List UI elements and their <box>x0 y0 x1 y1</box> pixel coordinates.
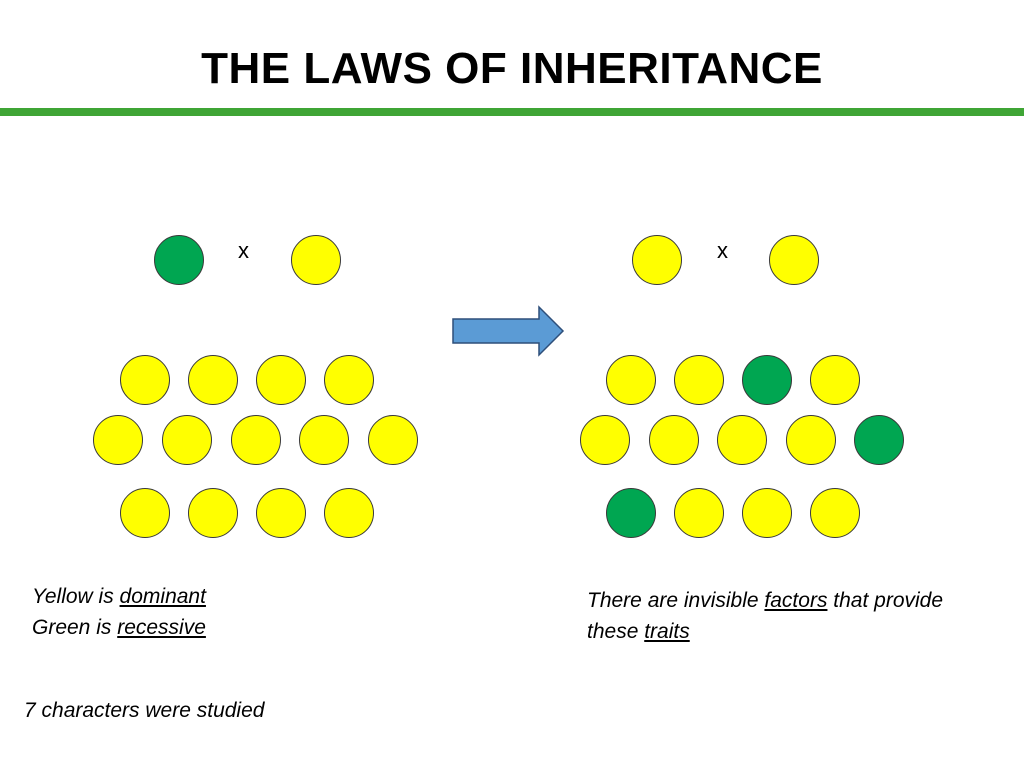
right-offspring-pea <box>717 415 767 465</box>
left-offspring-pea <box>368 415 418 465</box>
traits-term: traits <box>644 620 690 643</box>
right-offspring-pea <box>742 355 792 405</box>
left-parent-1 <box>154 235 204 285</box>
right-cross-symbol: x <box>717 238 728 263</box>
right-arrow-icon <box>452 305 565 357</box>
right-offspring-pea <box>674 488 724 538</box>
right-offspring-pea <box>606 488 656 538</box>
dominance-line-1: Yellow is dominant <box>32 581 206 612</box>
right-offspring-pea <box>786 415 836 465</box>
left-offspring-pea <box>93 415 143 465</box>
left-offspring-pea <box>256 355 306 405</box>
dominance-line-2-text: Green is <box>32 616 118 639</box>
left-offspring-pea <box>162 415 212 465</box>
right-offspring-pea <box>674 355 724 405</box>
factors-line-2-prefix: these <box>587 620 645 643</box>
left-offspring-pea <box>324 488 374 538</box>
right-offspring-pea <box>580 415 630 465</box>
factors-line-1-prefix: There are invisible <box>587 589 765 612</box>
dominance-note: Yellow is dominant Green is recessive <box>32 581 206 643</box>
left-offspring-pea <box>299 415 349 465</box>
right-offspring-pea <box>649 415 699 465</box>
characters-note: 7 characters were studied <box>24 699 265 722</box>
left-offspring-pea <box>188 355 238 405</box>
dominance-line-1-text: Yellow is <box>32 585 120 608</box>
right-offspring-pea <box>606 355 656 405</box>
right-offspring-pea <box>854 415 904 465</box>
page-title: THE LAWS OF INHERITANCE <box>201 44 823 93</box>
factors-line-1-suffix: that provide <box>827 589 944 612</box>
factors-term: factors <box>764 589 828 612</box>
dominant-term: dominant <box>119 585 206 608</box>
right-offspring-pea <box>810 355 860 405</box>
right-offspring-pea <box>742 488 792 538</box>
factors-note: There are invisible factors that provide… <box>587 585 943 647</box>
title-divider <box>0 108 1024 116</box>
left-offspring-pea <box>256 488 306 538</box>
left-parent-2 <box>291 235 341 285</box>
dominance-line-2: Green is recessive <box>32 612 206 643</box>
right-offspring-pea <box>810 488 860 538</box>
left-offspring-pea <box>120 355 170 405</box>
left-offspring-pea <box>188 488 238 538</box>
left-offspring-pea <box>324 355 374 405</box>
factors-line-2: these traits <box>587 616 943 647</box>
left-offspring-pea <box>120 488 170 538</box>
right-parent-2 <box>769 235 819 285</box>
left-cross-symbol: x <box>238 238 249 263</box>
recessive-term: recessive <box>117 616 206 639</box>
factors-line-1: There are invisible factors that provide <box>587 585 943 616</box>
right-parent-1 <box>632 235 682 285</box>
left-offspring-pea <box>231 415 281 465</box>
